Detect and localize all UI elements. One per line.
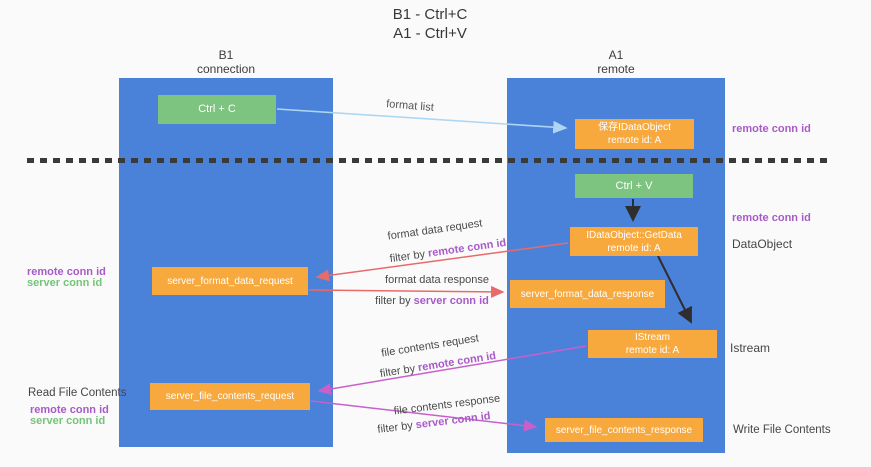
title-line-1: B1 - Ctrl+C [392, 6, 468, 23]
node-istream: IStream remote id: A [588, 330, 717, 358]
filter-by-text: filter by [389, 247, 429, 266]
node-server-file-contents-response-label: server_file_contents_response [555, 424, 693, 436]
annotation-format-conn-ids: remote conn id server conn id [27, 267, 106, 288]
annotation-format-remote-conn-id: remote conn id [27, 266, 106, 278]
lane-b1-subtitle: connection [196, 62, 256, 76]
diagram-title: B1 - Ctrl+C A1 - Ctrl+V [0, 5, 860, 43]
annotation-remote-conn-id-top: remote conn id [732, 123, 811, 135]
lane-header-a1: A1 remote [556, 48, 676, 76]
filter-key-server-conn-id: server conn id [413, 295, 489, 307]
edge-label-format-data-request: format data request [386, 217, 484, 243]
lane-header-b1: B1 connection [166, 48, 286, 76]
node-ctrl-c: Ctrl + C [158, 95, 276, 124]
node-server-format-data-request-label: server_format_data_request [167, 275, 293, 287]
annotation-read-file-contents: Read File Contents [28, 387, 127, 399]
node-save-idataobject: 保存IDataObject remote id: A [575, 119, 694, 149]
annotation-write-file-contents: Write File Contents [733, 424, 831, 436]
lane-a1-title: A1 [608, 48, 624, 62]
node-server-format-data-response: server_format_data_response [510, 280, 665, 308]
arrow-format-data-response [308, 285, 505, 298]
edge-label-format-data-request-filter: filter by remote conn id [389, 237, 507, 265]
node-getdata-line2: remote id: A [607, 242, 661, 254]
node-ctrl-c-label: Ctrl + C [198, 103, 236, 115]
edge-label-format-data-response: format data response [385, 274, 489, 286]
node-save-idataobject-line1: 保存IDataObject [598, 122, 671, 133]
filter-key-remote-conn-id: remote conn id [417, 349, 497, 375]
filter-by-text: filter by [379, 362, 420, 381]
node-server-format-data-response-label: server_format_data_response [520, 288, 655, 300]
annotation-file-remote-conn-id: remote conn id [30, 404, 109, 416]
node-server-file-contents-request: server_file_contents_request [150, 383, 310, 410]
node-server-format-data-request: server_format_data_request [152, 267, 308, 295]
lane-b1-title: B1 [218, 48, 234, 62]
annotation-file-server-conn-id: server conn id [30, 414, 106, 427]
annotation-istream: Istream [730, 341, 771, 355]
annotation-dataobject: DataObject [732, 237, 793, 251]
filter-by-text: filter by [376, 419, 417, 436]
node-getdata-line1: IDataObject::GetData [586, 229, 682, 241]
node-save-idataobject-line2: remote id: A [607, 135, 662, 146]
node-istream-line1: IStream [634, 332, 670, 343]
annotation-format-server-conn-id: server conn id [27, 276, 103, 289]
node-ctrl-v: Ctrl + V [575, 174, 693, 198]
filter-key-remote-conn-id: remote conn id [427, 236, 507, 260]
node-server-file-contents-response: server_file_contents_response [545, 418, 703, 442]
lane-a1-subtitle: remote [597, 62, 635, 76]
node-server-file-contents-request-label: server_file_contents_request [165, 391, 295, 402]
annotation-remote-conn-id-mid: remote conn id [732, 212, 811, 224]
node-istream-line2: remote id: A [625, 345, 680, 356]
node-ctrl-v-label: Ctrl + V [615, 179, 653, 192]
node-idataobject-getdata: IDataObject::GetData remote id: A [570, 227, 698, 256]
edge-label-format-list: format list [385, 98, 435, 114]
edge-label-format-data-response-filter: filter by server conn id [375, 295, 489, 307]
annotation-file-conn-ids: remote conn id server conn id [30, 405, 109, 426]
filter-by-text: filter by [375, 295, 414, 307]
session-separator-line [27, 158, 830, 163]
title-line-2: A1 - Ctrl+V [393, 25, 467, 42]
